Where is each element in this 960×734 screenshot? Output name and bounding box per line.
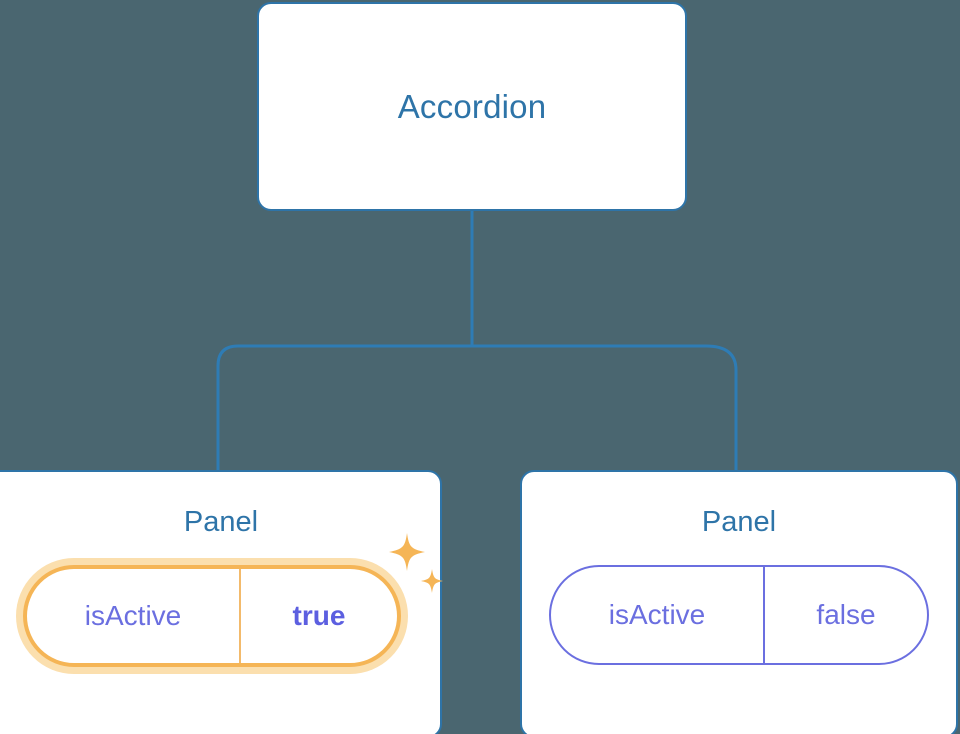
node-panel-inactive-title: Panel (701, 506, 777, 538)
node-accordion[interactable]: Accordion (257, 2, 687, 211)
prop-pill-inactive[interactable]: isActive false (549, 565, 929, 665)
prop-pill-active-wrapper: isActive true (23, 533, 443, 667)
prop-key-isactive: isActive (84, 600, 182, 631)
prop-pill-inactive-wrapper: isActive false (549, 565, 929, 665)
node-accordion-title: Accordion (397, 88, 547, 125)
prop-key-isactive: isActive (608, 599, 706, 630)
connector-branch-bus (216, 344, 738, 470)
prop-value-true: true (239, 569, 397, 663)
node-panel-active-title: Panel (183, 506, 259, 538)
prop-value-false: false (763, 567, 927, 663)
node-panel-active[interactable]: Panel isActive true (0, 470, 443, 734)
prop-pill-active[interactable]: isActive true (23, 565, 401, 667)
node-panel-inactive[interactable]: Panel isActive false (520, 470, 958, 734)
